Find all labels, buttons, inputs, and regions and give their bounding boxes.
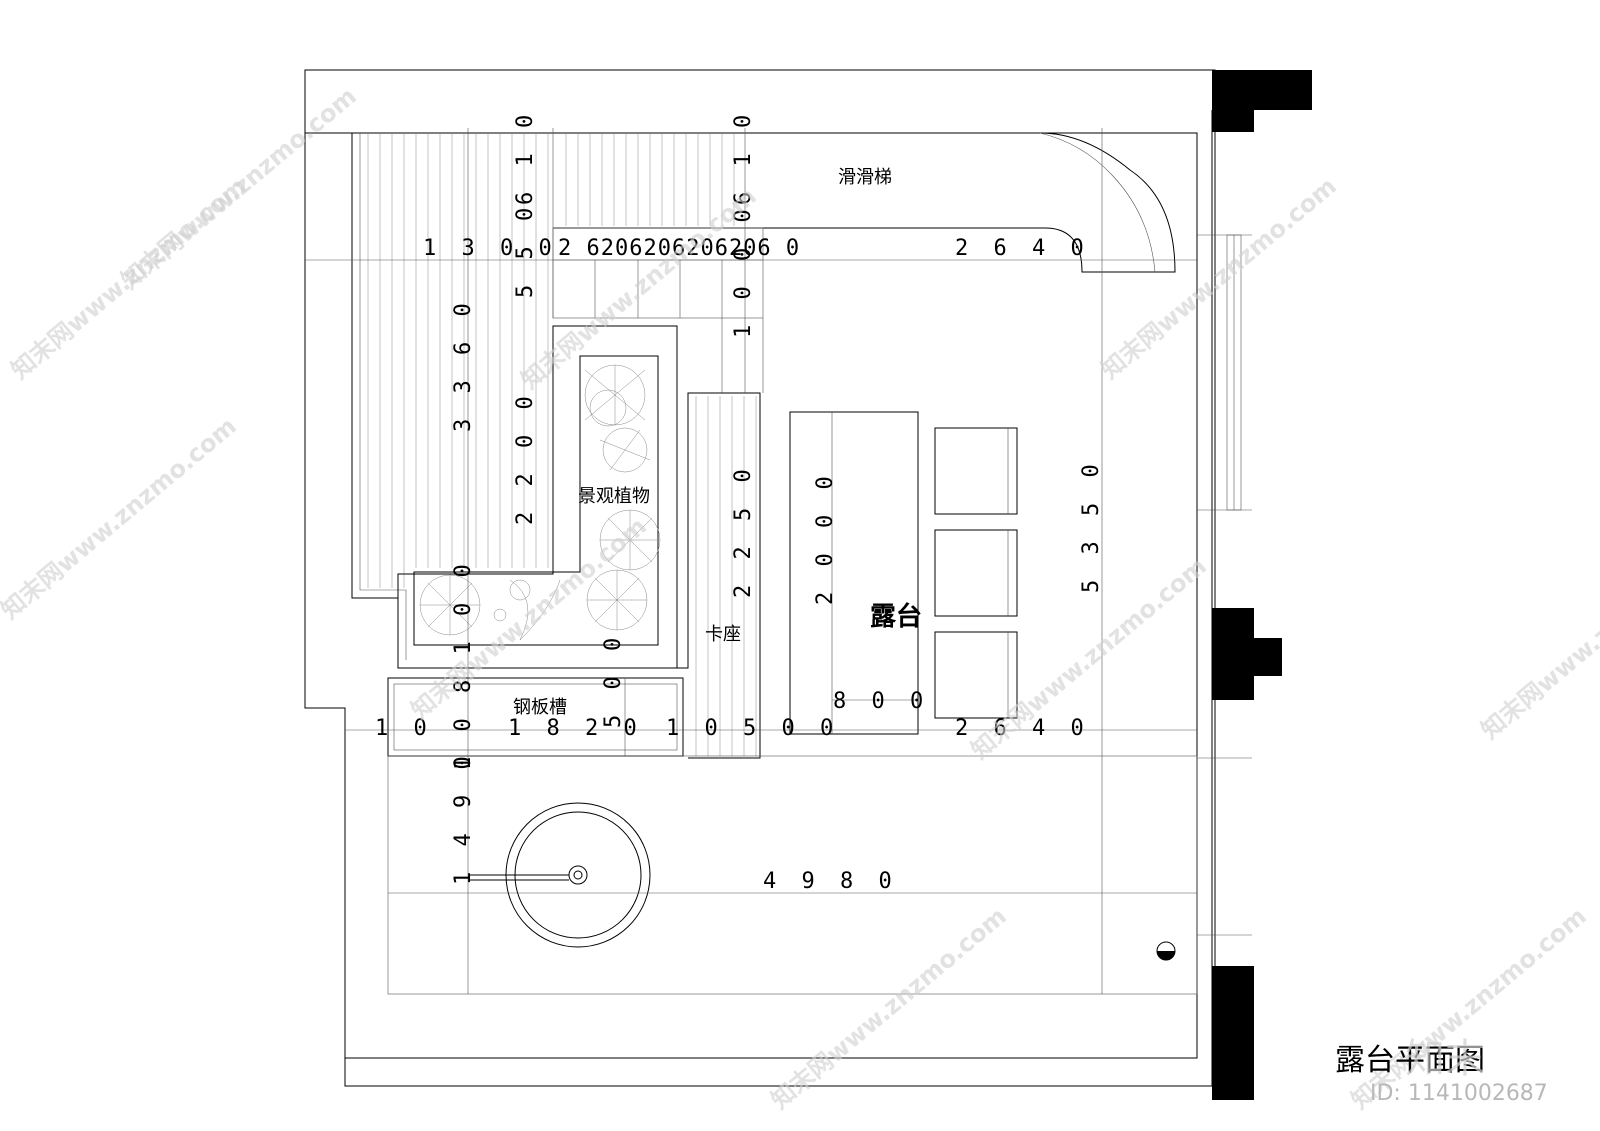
dim-vert-5350: 5 3 5 0 bbox=[1079, 458, 1104, 593]
id-text: ID: 1141002687 bbox=[1370, 1081, 1548, 1106]
plan-title: 露台平面图 bbox=[1335, 1043, 1485, 1078]
dim-top-right: 2 6 4 0 bbox=[955, 236, 1090, 261]
dim-top-run: 2 6206206206206 0 bbox=[558, 236, 800, 261]
watermark-text: 知末网www.znzmo.com bbox=[1096, 172, 1342, 385]
chair bbox=[934, 427, 1018, 515]
dim-bot-1500: 1 0 5 0 0 bbox=[666, 716, 839, 741]
wall-block-bottom bbox=[1212, 966, 1254, 1100]
dim-vert-610-a: 6 1 0 bbox=[513, 109, 538, 205]
steel-trough-label: 钢板槽 bbox=[513, 697, 567, 718]
dim-top-left: 1 3 0 0 bbox=[423, 236, 558, 261]
plant-symbols bbox=[419, 364, 661, 641]
drain-fill bbox=[1157, 951, 1175, 960]
dim-vert-2250: 2 2 5 0 bbox=[731, 463, 756, 598]
dim-vert-100-810: 1 0 8 1 0 0 bbox=[451, 558, 476, 770]
dim-vert-1490: 1 4 9 0 bbox=[451, 750, 476, 885]
dimension-lines bbox=[305, 128, 1197, 994]
planter-inner bbox=[413, 355, 659, 646]
dim-vert-3360: 3 3 6 0 bbox=[451, 297, 476, 432]
watermark-text: 知末网www.znzmo.com bbox=[0, 412, 242, 625]
dim-vert-2200: 2 2 0 0 bbox=[513, 390, 538, 525]
terrace-table bbox=[789, 411, 919, 735]
slide-label: 滑滑梯 bbox=[838, 167, 892, 188]
steel-trough-inner bbox=[393, 683, 678, 751]
dim-bot-1820: 1 8 2 0 bbox=[508, 716, 643, 741]
dim-vert-500: 5 0 0 bbox=[601, 632, 626, 728]
watermark-text: 知末网www.znzmo.com bbox=[1476, 532, 1600, 745]
planter-outer bbox=[397, 325, 678, 669]
slide-inner bbox=[1039, 132, 1156, 273]
booth-label: 卡座 bbox=[705, 624, 741, 645]
watermark-text: 知末网www.znzmo.com bbox=[766, 902, 1012, 1115]
round-feature-center bbox=[568, 865, 588, 885]
chair bbox=[934, 631, 1018, 719]
dim-vert-1000: 1 0 0 0 bbox=[731, 203, 756, 338]
wall-block-top-side bbox=[1212, 70, 1254, 132]
dim-bot-left: 1 0 bbox=[375, 716, 433, 741]
wood-deck-hatch bbox=[351, 133, 761, 759]
dim-vert-610-b: 6 1 0 bbox=[731, 109, 756, 205]
dim-bot-right: 2 6 4 0 bbox=[955, 716, 1090, 741]
lower-deck-area bbox=[387, 755, 1198, 995]
slide-outline bbox=[553, 132, 1176, 273]
dim-total-4980: 4 9 8 0 bbox=[763, 869, 898, 894]
round-feature-dot bbox=[573, 870, 583, 880]
chair bbox=[934, 529, 1018, 617]
dim-vert-550: 5 5 0 bbox=[513, 202, 538, 298]
wall-block-middle bbox=[1212, 608, 1254, 700]
plants-label: 景观植物 bbox=[578, 486, 650, 507]
logo-watermark: 知末 bbox=[1405, 1036, 1485, 1082]
dim-vert-2000: 2 0 0 0 bbox=[813, 470, 838, 605]
wall-block-middle-tab bbox=[1252, 638, 1282, 676]
terrace-label: 露台 bbox=[870, 601, 922, 632]
dim-table-width: 8 0 0 bbox=[833, 689, 929, 714]
watermark-text: 知末网www.znzmo.com bbox=[116, 82, 362, 295]
